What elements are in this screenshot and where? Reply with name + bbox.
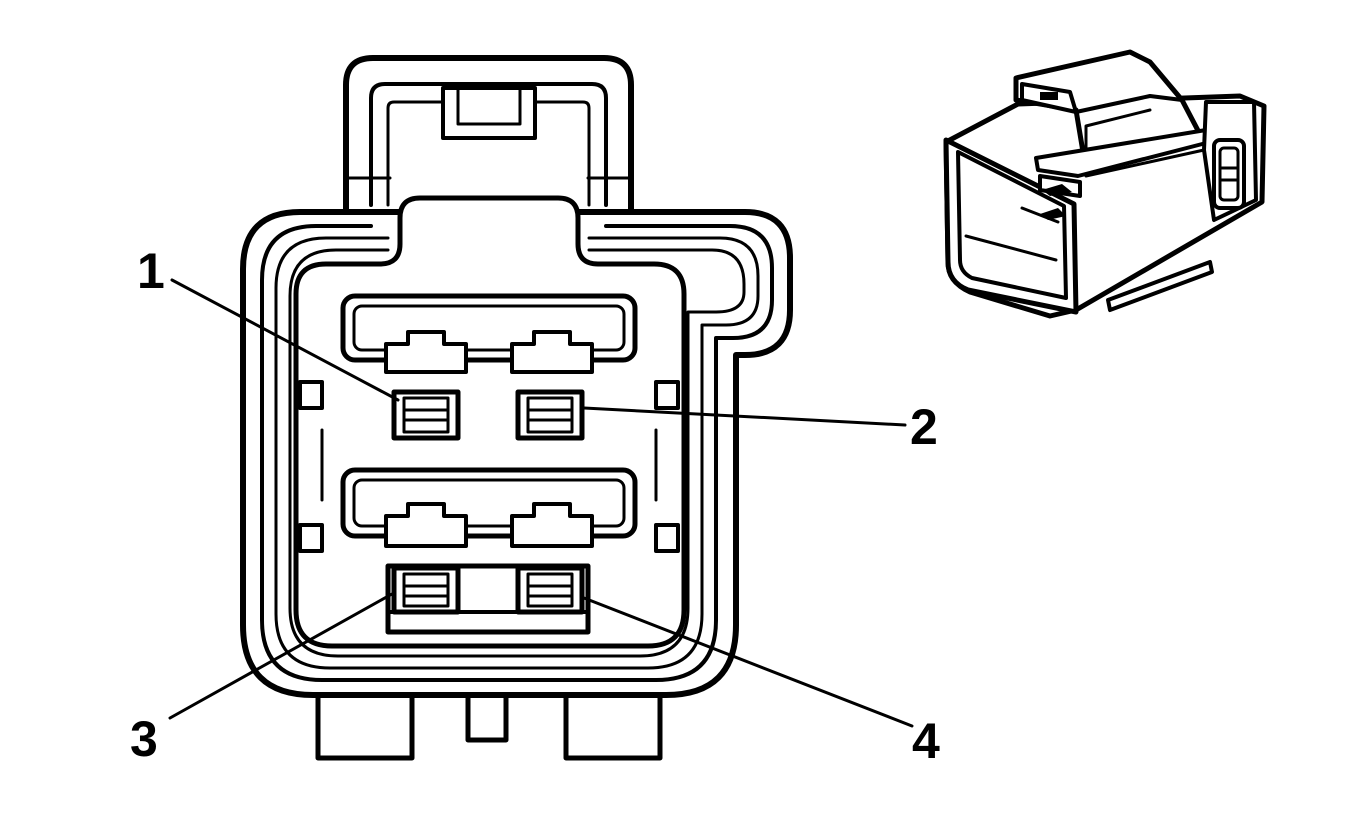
latch-upper-right bbox=[510, 330, 594, 374]
housing-contour-3 bbox=[288, 248, 746, 658]
latch-upper-left bbox=[384, 330, 468, 374]
callout-leaders bbox=[168, 278, 914, 728]
callout-3: 3 bbox=[130, 711, 158, 767]
terminal-1 bbox=[391, 389, 461, 441]
callout-labels: 1 2 3 4 bbox=[130, 243, 940, 769]
terminal-4 bbox=[515, 565, 585, 615]
leader-1 bbox=[170, 278, 400, 402]
latch-lower-right bbox=[510, 502, 594, 548]
foot-right bbox=[563, 687, 663, 761]
terminal-3 bbox=[391, 565, 461, 615]
leader-4 bbox=[582, 596, 914, 728]
connector-isometric-view bbox=[943, 49, 1267, 319]
terminal-2 bbox=[515, 389, 585, 441]
housing-contour-1 bbox=[260, 224, 774, 682]
housing-contour-2 bbox=[274, 236, 760, 670]
callout-2: 2 bbox=[910, 399, 938, 455]
leader-3 bbox=[168, 592, 394, 720]
leader-2 bbox=[582, 406, 907, 427]
foot-left bbox=[315, 687, 415, 761]
callout-4: 4 bbox=[912, 713, 940, 769]
lock-tab-inner bbox=[456, 86, 522, 126]
foot-center bbox=[465, 687, 509, 743]
callout-1: 1 bbox=[137, 243, 165, 299]
lock-latch-inner bbox=[369, 82, 608, 207]
latch-lower-left bbox=[384, 502, 468, 548]
connector-face-view bbox=[240, 55, 793, 761]
